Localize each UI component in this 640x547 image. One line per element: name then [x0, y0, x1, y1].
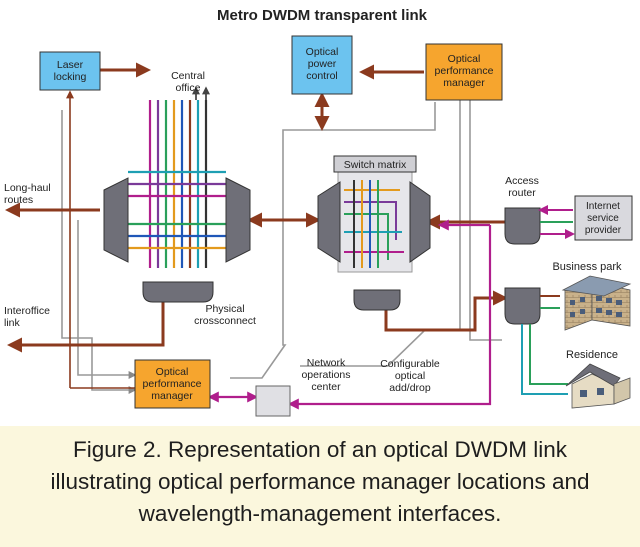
oadm-demux-left [317, 181, 341, 263]
business-park-label: Business park [552, 261, 622, 273]
physical-crossconnect-device [142, 281, 214, 303]
switch-wavelengths [344, 180, 404, 268]
switch-matrix-box [337, 163, 413, 273]
central-office-wavelengths [128, 100, 226, 268]
residence-icon [565, 363, 631, 409]
co-demux-left [103, 177, 129, 263]
dwdm-diagram: Metro DWDM transparent link [4, 7, 633, 417]
trunk-lines [4, 62, 508, 353]
co-mux-right [225, 177, 251, 263]
access-router-bottom [504, 287, 541, 325]
diagram-title: Metro DWDM transparent link [217, 7, 428, 24]
noc-links [207, 219, 492, 410]
access-router-top [504, 207, 541, 245]
oadm-mux-right [409, 181, 431, 263]
switch-matrix-label: Switch matrix [344, 159, 407, 171]
access-links [521, 205, 575, 395]
residence-label: Residence [566, 349, 618, 361]
figure-caption: Figure 2. Representation of an optical D… [0, 426, 640, 547]
business-park-icon [561, 275, 632, 331]
add-drop-device [353, 289, 401, 311]
noc-terminal [255, 385, 291, 417]
